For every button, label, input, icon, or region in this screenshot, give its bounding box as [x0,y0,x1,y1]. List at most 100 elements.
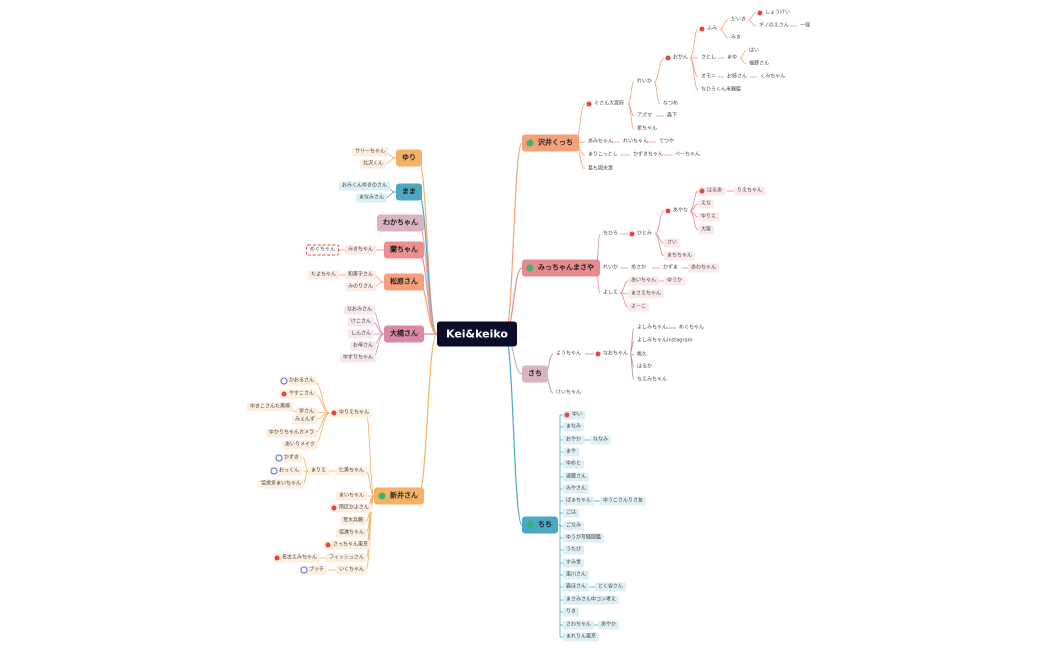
main-topic-left-0[interactable]: ゆり [396,149,422,167]
sub-topic-ohashi[interactable]: お母さん [350,341,377,351]
sub-topic-chichi[interactable]: ごは [563,508,580,518]
sub-topic-chichi[interactable]: ぱぁちゃん [563,496,595,506]
sub-topic[interactable]: れいちゃん [623,138,649,145]
sub-topic[interactable]: ようちゃん [556,350,582,357]
main-topic-micchan[interactable]: みっちゃんまさや [522,259,600,277]
main-topic-chichi[interactable]: ちち [522,516,558,534]
sub-topic-mama[interactable]: まなみさん [356,193,388,203]
sub-topic[interactable]: よしみちゃん [637,324,668,331]
sub-topic-mama[interactable]: おみくんゆきのさん [339,181,391,191]
sub-topic[interactable]: ペーちゃん [675,151,701,158]
sub-topic[interactable]: だいき [731,16,747,23]
sub-topic[interactable]: まちちゃん [664,251,696,261]
sub-topic-matsubara[interactable]: みのりさん [345,282,377,292]
sub-topic-megu[interactable]: めぐちゃん [306,244,340,256]
sub-topic[interactable]: かずま [663,264,679,271]
sub-topic[interactable]: ミさん大宮府 [594,100,625,107]
sub-topic-chichi[interactable]: おやか [563,435,585,445]
sub-topic[interactable]: あやか [598,620,620,630]
sub-topic-chichi[interactable]: うたび [563,545,585,555]
sub-topic[interactable]: ちひろ [603,230,619,237]
sub-topic[interactable]: ギノのえさん [759,22,789,29]
sub-topic[interactable]: 星ちゃん [637,125,658,132]
sub-topic-ohashi[interactable]: ゆずりちゃん [340,353,377,363]
sub-topic[interactable]: くみちゃん [760,73,786,80]
sub-topic-arai[interactable]: 荒木兵頼 [340,516,367,526]
sub-topic[interactable]: りえちゃん [734,186,766,196]
sub-topic-marie-child[interactable]: 協栄多まいちゃん [258,479,305,489]
sub-topic-yurie-child[interactable]: ゆかりちゃんカメラ [266,428,318,438]
sub-topic[interactable]: れいか [603,264,619,271]
sub-topic-chichi[interactable]: 東川さん [563,570,590,580]
sub-topic[interactable]: さとし [701,54,717,61]
sub-topic[interactable]: なつめ [663,100,679,107]
sub-topic-yurie-child[interactable]: やすこさん [280,389,318,399]
sub-topic-tayo[interactable]: たよちゃん [308,270,340,280]
sub-topic[interactable]: てつや [659,138,674,145]
sub-topic[interactable]: ゆうか [664,276,686,286]
sub-topic-butch[interactable]: ブッチ [300,565,328,575]
sub-topic-arai[interactable]: いくちゃん [336,565,368,575]
sub-topic[interactable]: ふみ [707,25,718,32]
sub-topic[interactable]: まりこっとし [588,151,618,158]
sub-topic[interactable]: 福野さん [749,60,770,67]
sub-topic-arai[interactable]: さっちゃん東京 [324,540,372,550]
main-topic-left-5[interactable]: 大橋さん [384,325,424,343]
sub-topic[interactable]: ゆうこさんりさ友 [600,496,647,506]
sub-topic-yurie-child[interactable]: みぇんず [292,415,319,425]
sub-topic[interactable]: ひとみ [637,230,652,237]
sub-topic-arai[interactable]: フィッシュさん [326,553,367,563]
sub-topic-chichi[interactable]: すみ世 [563,558,585,568]
main-topic-sawai[interactable]: 沢井くっち [522,134,579,152]
sub-topic-arai[interactable]: 仁美ちゃん [336,466,368,476]
sub-topic-matsubara[interactable]: 和美子さん [345,270,377,280]
sub-topic[interactable]: 森下 [667,112,678,119]
sub-topic[interactable]: よしえ [603,289,619,296]
sub-topic[interactable]: ちひろくん米器脇 [701,86,742,93]
sub-topic-nagoya[interactable]: 名古えみちゃん [273,553,321,563]
sub-topic[interactable]: みき [731,34,742,41]
sub-topic-chichi[interactable]: ゆうが写経図鑑 [563,533,605,543]
sub-topic-yurie-child[interactable]: 学さん [296,407,318,417]
sub-topic[interactable]: あみちゃん [588,138,614,145]
sub-topic-ohashi[interactable]: しんさん [348,329,375,339]
sub-topic-yuri[interactable]: サリーちゃん [352,147,389,157]
sub-topic[interactable]: あやな [673,207,689,214]
sub-topic-arai[interactable]: ゆりえちゃん [330,408,373,418]
sub-topic[interactable]: あさか [631,264,647,271]
sub-topic-chichi[interactable]: みやさん [563,484,590,494]
sub-topic[interactable]: はい [749,47,760,54]
sub-topic-arai[interactable]: 協進ちゃん [336,528,368,538]
sub-topic-chichi[interactable]: 遠藤さん [563,472,590,482]
sub-topic[interactable]: アズマ [637,112,653,119]
sub-topic-ohashi[interactable]: けこさん [348,317,375,327]
sub-topic-chichi[interactable]: まさみさん中コン考え [563,595,620,605]
main-topic-left-6[interactable]: 新井さん [374,487,424,505]
sub-topic[interactable]: お姉さん [727,73,748,80]
sub-topic-ran[interactable]: みきちゃん [345,245,377,255]
sub-topic[interactable]: なおちゃん [603,350,629,357]
root-topic[interactable]: Kei&keiko [437,321,517,347]
sub-topic-marie-child[interactable]: おっくん [270,466,303,476]
sub-topic[interactable]: オモニ [701,73,717,80]
sub-topic-yurie-child[interactable]: かおるさん [280,376,318,386]
sub-topic[interactable]: けいちゃん [556,389,582,396]
sub-topic[interactable]: れいか [637,78,653,85]
sub-topic[interactable]: よしみちゃんInstagram [637,337,693,344]
main-topic-left-1[interactable]: まま [396,183,422,201]
sub-topic-chichi[interactable]: ゆい [563,410,586,420]
sub-topic[interactable]: さい [664,238,681,248]
sub-topic[interactable]: 桃久 [637,351,648,358]
sub-topic[interactable]: えな [698,199,715,209]
sub-topic-yukiko[interactable]: ゆきこさんた美嗅 [247,402,294,412]
sub-topic-chichi[interactable]: りき [563,607,580,617]
sub-topic-chichi[interactable]: まれりん東京 [563,632,600,642]
sub-topic-chichi[interactable]: まや [563,447,580,457]
sub-topic[interactable]: とく谷さん [595,582,626,592]
sub-topic-chichi[interactable]: さわちゃん [563,620,595,630]
sub-topic[interactable]: はるあ [698,186,726,196]
sub-topic-yurie-child[interactable]: あいりメイク [282,440,318,450]
sub-topic-ohashi[interactable]: なおみさん [344,305,376,315]
sub-topic-yuri[interactable]: 北沢くん [360,159,387,169]
sub-topic[interactable]: めぐちゃん [679,324,705,331]
